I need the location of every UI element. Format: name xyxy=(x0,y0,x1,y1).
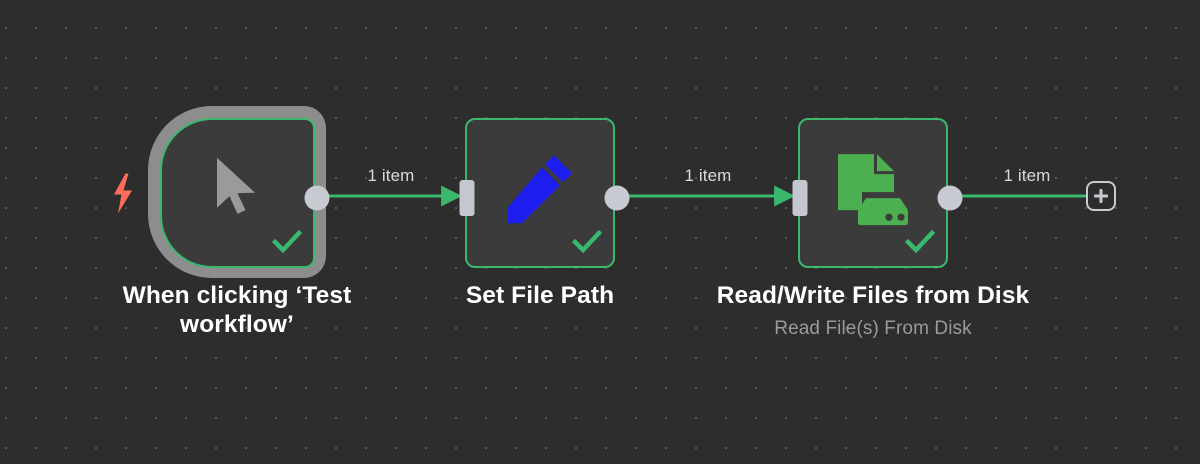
add-node-button[interactable]: + xyxy=(1086,181,1116,211)
status-check-icon xyxy=(571,229,603,259)
node-subtitle: Read File(s) From Disk xyxy=(774,317,972,339)
node-when-clicking-test-workflow[interactable] xyxy=(160,118,330,268)
node-read-write-files-from-disk[interactable] xyxy=(792,118,963,268)
pencil-icon xyxy=(502,149,578,230)
node-title: When clicking ‘Test workflow’ xyxy=(122,282,352,338)
output-port[interactable] xyxy=(304,185,330,211)
input-port[interactable] xyxy=(459,180,475,216)
mouse-pointer-icon xyxy=(211,156,265,225)
output-port[interactable] xyxy=(937,185,963,211)
connection-label-3: 1 item xyxy=(1003,166,1051,185)
connection-label-1: 1 item xyxy=(367,166,415,185)
node-caption-read-write-files: Read/Write Files from Disk Read File(s) … xyxy=(713,282,1033,340)
node-caption-set-file-path: Set File Path xyxy=(390,282,690,311)
node-set-file-path[interactable] xyxy=(459,118,630,268)
connection-label-2: 1 item xyxy=(684,166,732,185)
status-check-icon xyxy=(271,229,303,259)
lightning-bolt-icon xyxy=(111,173,135,219)
node-title: Set File Path xyxy=(465,282,615,309)
node-caption-trigger: When clicking ‘Test workflow’ xyxy=(87,282,387,340)
node-title: Read/Write Files from Disk xyxy=(716,282,1030,309)
status-check-icon xyxy=(904,229,936,259)
output-port[interactable] xyxy=(604,185,630,211)
file-disk-icon xyxy=(834,148,912,231)
input-port[interactable] xyxy=(792,180,808,216)
